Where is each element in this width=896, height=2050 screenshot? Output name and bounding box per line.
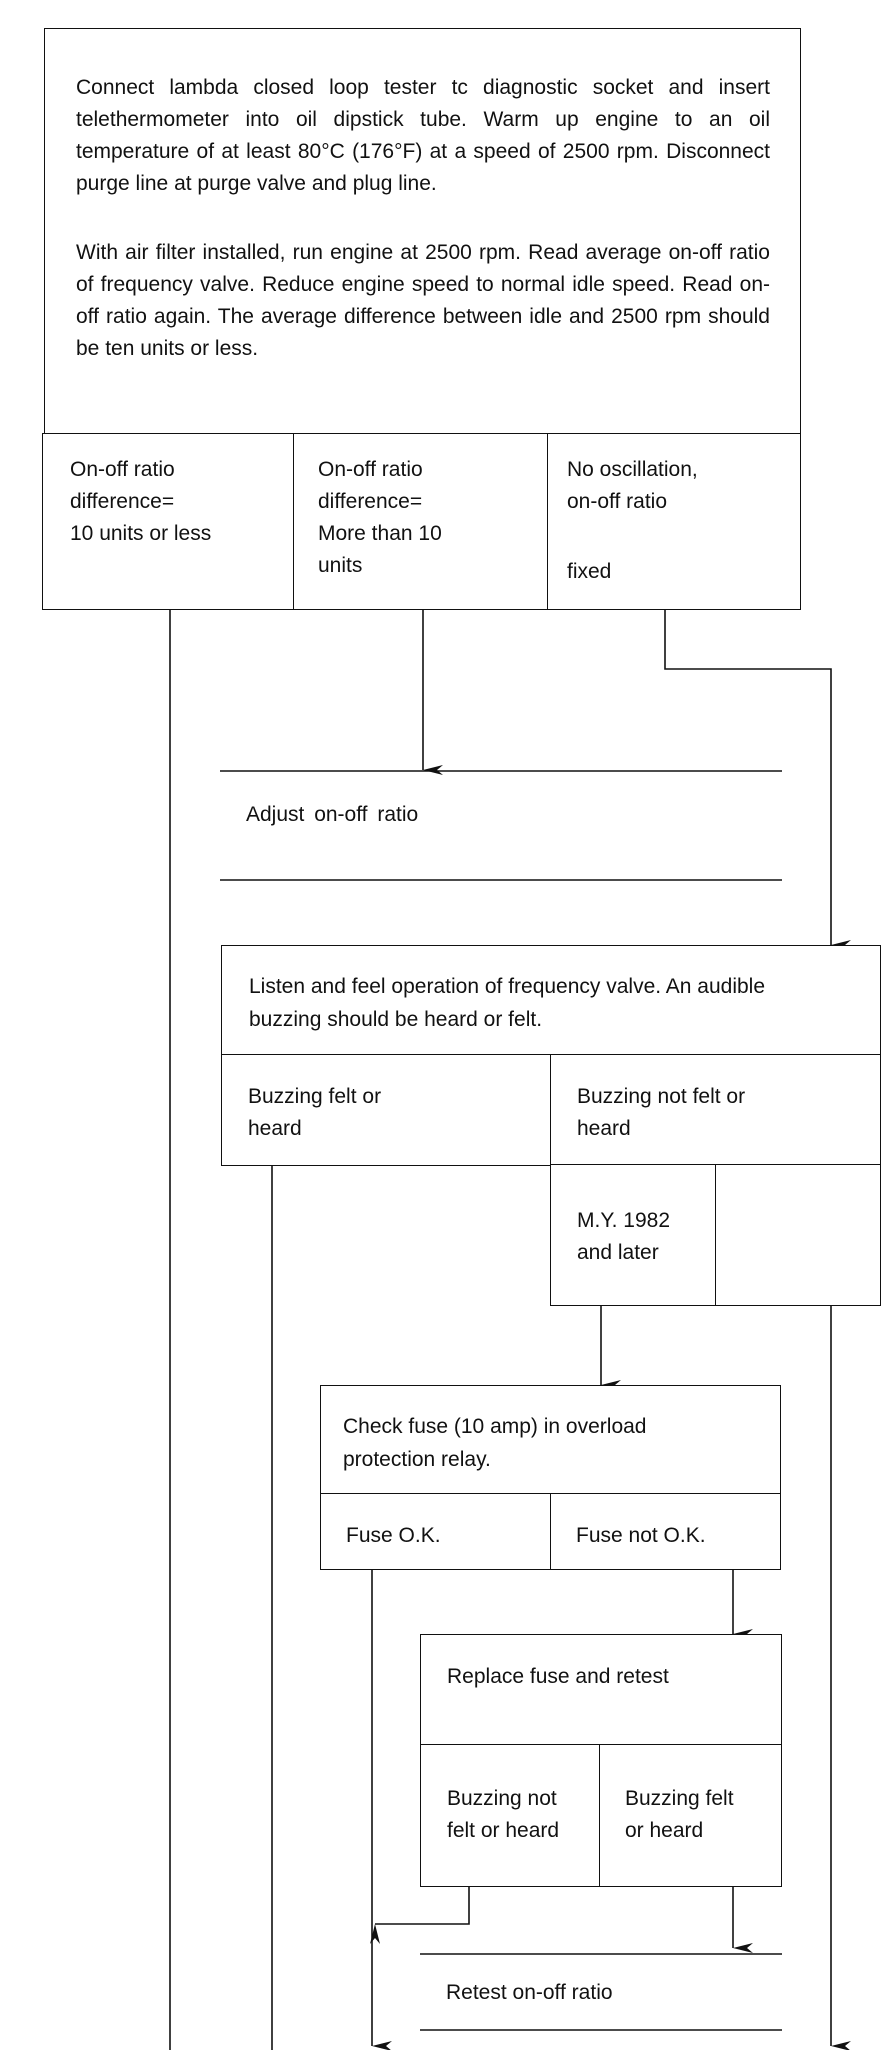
branch-b-line-3: More than 10: [318, 522, 442, 545]
branch-c-box: [547, 433, 801, 610]
buzzing-not-felt-line-2: heard: [577, 1117, 631, 1140]
branch-b-box: [293, 433, 549, 610]
branch-a-line-1: On-off ratio: [70, 458, 175, 481]
start-paragraph-1: Connect lambda closed loop tester tc dia…: [76, 76, 770, 195]
branch-c-line-3: fixed: [567, 560, 612, 583]
listen-box: [221, 945, 881, 1056]
replace-not-felt-line-1: Buzzing not: [447, 1787, 557, 1810]
fuse-line-1: Check fuse (10 amp) in overload: [343, 1415, 647, 1438]
fuse-not-ok-box: [550, 1493, 781, 1570]
buzzing-not-felt-box: [550, 1054, 881, 1166]
model-year-line-2: and later: [577, 1241, 659, 1264]
replace-felt-box: [599, 1744, 782, 1887]
start-paragraph-2: With air filter installed, run engine at…: [76, 241, 770, 360]
branch-c-line-1: No oscillation,: [567, 458, 698, 481]
replace-felt-line-1: Buzzing felt: [625, 1787, 734, 1810]
arrow-branch-c: [664, 610, 851, 950]
fuse-line-2: protection relay.: [343, 1448, 491, 1471]
branch-a-line-2: difference=: [70, 490, 175, 513]
fuse-box: [320, 1385, 781, 1495]
branch-b-line-4: units: [318, 554, 363, 577]
fuse-ok-box: [320, 1493, 552, 1570]
model-year-box: [550, 1164, 717, 1306]
buzzing-felt-line-2: heard: [248, 1117, 302, 1140]
replace-label: Replace fuse and retest: [447, 1665, 669, 1688]
retest-label: Retest on-off ratio: [446, 1981, 613, 2004]
buzzing-not-felt-line-1: Buzzing not felt or: [577, 1085, 746, 1108]
model-year-line-1: M.Y. 1982: [577, 1209, 671, 1232]
start-box: [44, 28, 801, 434]
listen-line-1: Listen and feel operation of frequency v…: [249, 975, 766, 998]
model-year-blank-box: [715, 1164, 881, 1306]
branch-c-line-2: on-off ratio: [567, 490, 668, 513]
fuse-not-ok-label: Fuse not O.K.: [576, 1524, 706, 1547]
replace-not-felt-box: [420, 1744, 601, 1887]
replace-not-felt-line-2: felt or heard: [447, 1819, 560, 1842]
branch-b-line-1: On-off ratio: [318, 458, 423, 481]
listen-line-2: buzzing should be heard or felt.: [249, 1008, 543, 1031]
adjust-label: Adjust on-off ratio: [246, 803, 419, 826]
replace-box: [420, 1634, 782, 1746]
arrow-not-felt-return: [370, 1887, 470, 1944]
branch-a-line-3: 10 units or less: [70, 522, 212, 545]
replace-felt-line-2: or heard: [625, 1819, 704, 1842]
branch-b-line-2: difference=: [318, 490, 423, 513]
buzzing-felt-line-1: Buzzing felt or: [248, 1085, 382, 1108]
buzzing-felt-box: [221, 1054, 552, 1166]
fuse-ok-label: Fuse O.K.: [346, 1524, 441, 1547]
